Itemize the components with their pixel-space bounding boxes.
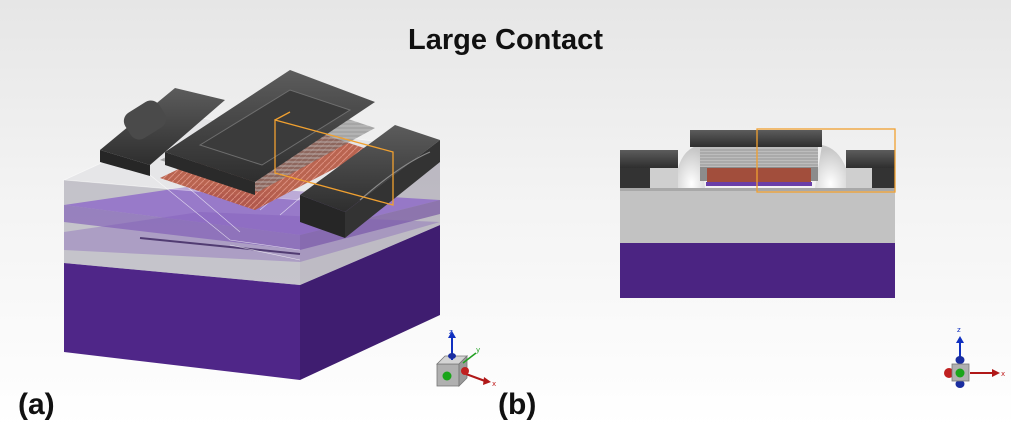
cs-gate-contact	[690, 130, 822, 147]
cs-source-contact	[620, 150, 678, 168]
cs-oxide	[620, 188, 895, 243]
device-3d-view: z y x	[62, 70, 496, 388]
highlight-box-3d	[274, 111, 394, 206]
highlight-box-2d	[756, 128, 896, 193]
panel-label-a: (a)	[18, 388, 55, 421]
axis-label-x-b: x	[1001, 370, 1005, 378]
cs-substrate	[620, 243, 895, 298]
axis-triad-a: z y x	[436, 328, 496, 388]
axis-label-y: y	[476, 346, 480, 354]
cs-channel	[707, 168, 811, 182]
cs-spacer-left	[678, 145, 705, 188]
axis-label-x: x	[492, 380, 496, 388]
axis-triad-b: z x	[944, 326, 1005, 388]
substrate-right-face	[300, 225, 440, 380]
axis-label-z-b: z	[957, 326, 961, 334]
cs-drain-contact	[846, 150, 895, 168]
cs-spacer-right	[815, 145, 846, 188]
buried-layer-right	[300, 200, 440, 250]
device-cross-section: z x	[620, 128, 1005, 388]
substrate-front-face	[64, 263, 300, 380]
buried-layer-front	[64, 205, 300, 250]
panel-label-b: (b)	[498, 388, 537, 421]
axis-label-z: z	[449, 328, 453, 336]
drain-contact	[300, 125, 440, 212]
figure-title: Large Contact	[408, 24, 603, 56]
